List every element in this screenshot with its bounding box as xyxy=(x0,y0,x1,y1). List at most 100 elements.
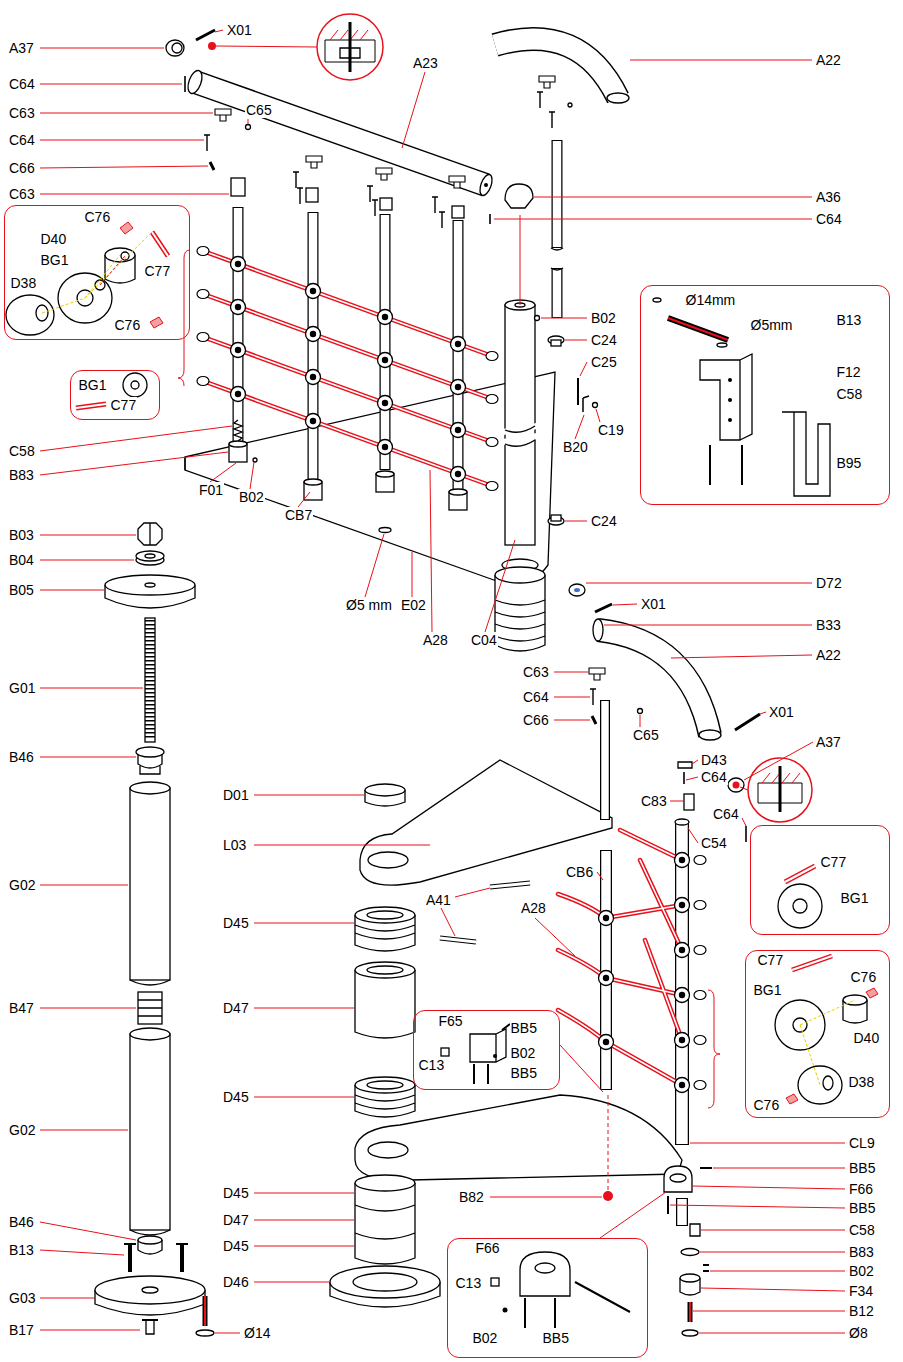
part-label: B95 xyxy=(836,455,863,471)
detail-box: BG1C77 xyxy=(70,370,160,420)
part-label: C77 xyxy=(144,263,172,279)
part-label: B46 xyxy=(8,1214,35,1230)
part-label: D45 xyxy=(222,1238,250,1254)
part-label: Ø14mm xyxy=(685,292,737,308)
part-label: C58 xyxy=(8,443,36,459)
part-label: Ø5mm xyxy=(750,317,794,333)
part-label: C13 xyxy=(455,1275,483,1291)
part-label: BG1 xyxy=(753,982,783,998)
part-label: C66 xyxy=(8,160,36,176)
part-label: A23 xyxy=(412,55,439,71)
part-label: B20 xyxy=(562,439,589,455)
part-label: B02 xyxy=(238,489,265,505)
part-label: D47 xyxy=(222,1212,250,1228)
part-label: D72 xyxy=(815,575,843,591)
part-label: C25 xyxy=(590,354,618,370)
part-label: A41 xyxy=(425,892,452,908)
part-label: C77 xyxy=(820,854,848,870)
part-label: CB7 xyxy=(284,507,313,523)
part-label: A37 xyxy=(815,734,842,750)
part-label: F01 xyxy=(198,482,224,498)
part-label: C58 xyxy=(848,1222,876,1238)
part-label: C77 xyxy=(110,397,138,413)
detail-box: F66C13B02BB5 xyxy=(447,1238,648,1358)
part-label: C77 xyxy=(757,952,785,968)
part-label: A22 xyxy=(815,52,842,68)
part-label: B33 xyxy=(815,617,842,633)
part-label: C63 xyxy=(522,664,550,680)
part-label: B04 xyxy=(8,552,35,568)
part-label: A22 xyxy=(815,647,842,663)
part-label: C54 xyxy=(700,835,728,851)
part-label: X01 xyxy=(640,596,667,612)
part-label: G01 xyxy=(8,680,36,696)
part-label: C64 xyxy=(8,76,36,92)
part-label: F65 xyxy=(438,1013,464,1029)
part-label: C58 xyxy=(836,386,864,402)
part-label: BB5 xyxy=(848,1160,876,1176)
part-label: A36 xyxy=(815,189,842,205)
detail-box: F65BB5C13B02BB5 xyxy=(413,1010,560,1090)
part-label: C64 xyxy=(522,689,550,705)
part-label: F66 xyxy=(848,1181,874,1197)
part-label: B12 xyxy=(848,1303,875,1319)
part-label: B82 xyxy=(458,1189,485,1205)
part-label: F34 xyxy=(848,1283,874,1299)
detail-box: Ø14mmB13 Ø5mmF12C58B95 xyxy=(640,285,890,505)
part-label: C19 xyxy=(597,422,625,438)
part-label: CL9 xyxy=(848,1135,876,1151)
part-label: B46 xyxy=(8,749,35,765)
part-label: C13 xyxy=(418,1057,446,1073)
part-label: D38 xyxy=(848,1074,876,1090)
part-label: B17 xyxy=(8,1322,35,1338)
part-label: F12 xyxy=(836,364,862,380)
part-label: D45 xyxy=(222,915,250,931)
part-label: C64 xyxy=(815,211,843,227)
part-label: Ø14 xyxy=(243,1325,271,1341)
part-label: C65 xyxy=(245,102,273,118)
part-label: C64 xyxy=(712,806,740,822)
part-label: C04 xyxy=(470,632,498,648)
part-label: C24 xyxy=(590,513,618,529)
part-label: B02 xyxy=(510,1045,537,1061)
part-label: B03 xyxy=(8,527,35,543)
part-label: C24 xyxy=(590,332,618,348)
part-label: C64 xyxy=(700,769,728,785)
part-label: Ø8 xyxy=(848,1325,869,1341)
detail-box: C77C76BG1D40D38C76 xyxy=(745,950,890,1118)
part-label: C66 xyxy=(522,712,550,728)
part-label: C83 xyxy=(640,793,668,809)
part-label: D40 xyxy=(853,1030,881,1046)
part-label: B13 xyxy=(8,1242,35,1258)
part-label: C65 xyxy=(632,727,660,743)
part-label: C76 xyxy=(84,209,112,225)
part-label: D45 xyxy=(222,1185,250,1201)
part-label: D43 xyxy=(700,752,728,768)
part-label: B02 xyxy=(848,1263,875,1279)
part-label: BG1 xyxy=(78,377,108,393)
part-label: A37 xyxy=(8,40,35,56)
part-label: F66 xyxy=(475,1240,501,1256)
part-label: D47 xyxy=(222,1000,250,1016)
part-label: B02 xyxy=(590,310,617,326)
part-label: C76 xyxy=(850,969,878,985)
part-label: B13 xyxy=(836,312,863,328)
part-label: B02 xyxy=(472,1330,499,1346)
part-label: L03 xyxy=(222,837,247,853)
part-label: D40 xyxy=(40,231,68,247)
part-label: D01 xyxy=(222,787,250,803)
part-label: G02 xyxy=(8,1122,36,1138)
part-label: G02 xyxy=(8,877,36,893)
part-label: D46 xyxy=(222,1274,250,1290)
part-label: D38 xyxy=(10,275,38,291)
part-label: C63 xyxy=(8,186,36,202)
part-label: E02 xyxy=(400,597,427,613)
part-label: B47 xyxy=(8,1000,35,1016)
part-label: BB5 xyxy=(510,1065,538,1081)
part-label: C76 xyxy=(114,317,142,333)
detail-box: C77BG1 xyxy=(750,825,890,935)
part-label: C63 xyxy=(8,105,36,121)
part-label: Ø5 mm xyxy=(345,597,393,613)
part-label: C64 xyxy=(8,132,36,148)
part-label: BB5 xyxy=(510,1020,538,1036)
